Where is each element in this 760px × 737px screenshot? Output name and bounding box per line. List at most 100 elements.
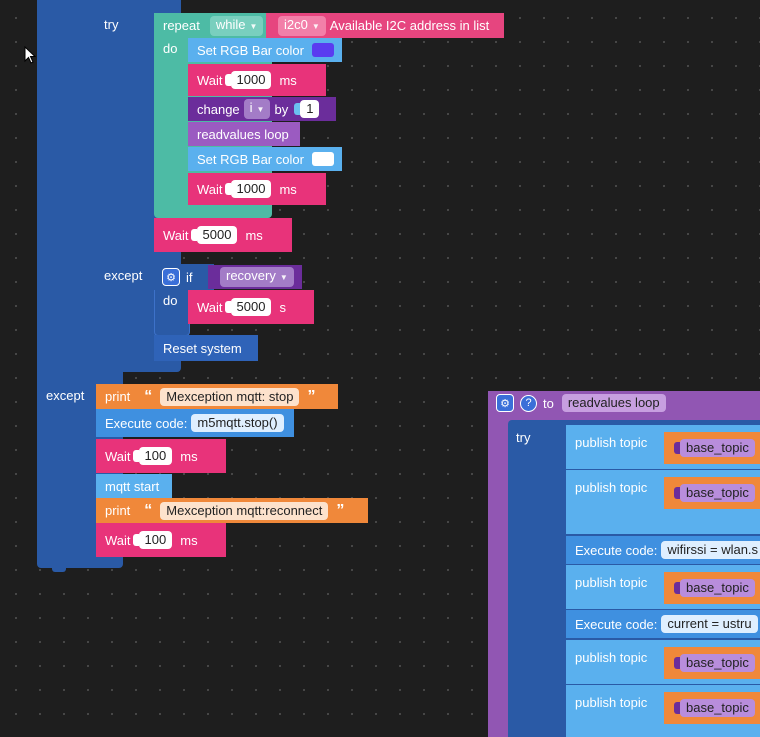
wait-label: Wait (197, 181, 223, 197)
base-topic-field[interactable]: base_topic (680, 484, 755, 502)
set-rgb-block-1[interactable]: Set RGB Bar color (188, 38, 342, 62)
wait-value-field[interactable]: 5000 (196, 226, 238, 244)
if-label: if (186, 269, 193, 285)
quote-open-icon: “ (144, 501, 153, 519)
wait-value-field[interactable]: 1000 (230, 71, 272, 89)
execute-code-block-3[interactable]: Execute code: current = ustru (566, 610, 760, 638)
chevron-down-icon: ▼ (256, 105, 265, 114)
topic-join-block-1[interactable]: base_topic (664, 432, 760, 464)
readvalues-call-block[interactable]: readvalues loop (188, 122, 300, 146)
reset-label: Reset system (163, 340, 242, 356)
function-header[interactable]: ⚙ ? to readvalues loop (488, 391, 683, 415)
publish-label: publish topic (575, 575, 648, 590)
wait-label: Wait (105, 532, 131, 548)
print-label: print (105, 389, 131, 404)
wait-block-2[interactable]: Wait 1000 ms (188, 173, 326, 205)
wait-block-4[interactable]: Wait 5000 s (188, 290, 314, 324)
quote-close-icon: ” (336, 501, 345, 519)
base-topic-field[interactable]: base_topic (680, 654, 755, 672)
outer-except-label: except (46, 388, 85, 403)
wait-block-3[interactable]: Wait 5000 ms (154, 218, 292, 252)
publish-label: publish topic (575, 435, 648, 450)
wait-unit: ms (180, 532, 198, 548)
publish-label: publish topic (575, 650, 648, 665)
by-label: by (274, 101, 289, 117)
function-name-field[interactable]: readvalues loop (561, 394, 666, 412)
wait-block-6[interactable]: Wait 100 ms (96, 523, 226, 557)
execute-code-field[interactable]: m5mqtt.stop() (191, 414, 284, 432)
outer-try-notch (52, 566, 66, 572)
if-do-label: do (163, 293, 178, 308)
execute-label: Execute code: (575, 616, 658, 632)
inner-try-label: try (104, 17, 119, 32)
base-topic-field[interactable]: base_topic (680, 579, 755, 597)
quote-close-icon: ” (307, 387, 316, 405)
topic-join-block-4[interactable]: base_topic (664, 647, 760, 679)
chevron-down-icon: ▼ (279, 273, 288, 282)
publish-label: publish topic (575, 695, 648, 710)
wait-unit: ms (245, 227, 263, 243)
wait-label: Wait (105, 448, 131, 464)
set-rgb-label: Set RGB Bar color (197, 42, 304, 58)
change-var-block[interactable]: change i▼ by 1 (188, 97, 336, 121)
rgb-color-swatch[interactable] (311, 43, 334, 57)
condition-text: Available I2C address in list (329, 18, 490, 33)
wait-label: Wait (163, 227, 189, 243)
recovery-dropdown[interactable]: recovery▼ (220, 267, 294, 287)
set-rgb-label: Set RGB Bar color (197, 151, 304, 167)
change-label: change (197, 101, 240, 117)
rgb-color-swatch[interactable] (311, 152, 334, 166)
help-question-icon[interactable]: ? (520, 394, 537, 412)
topic-join-block-5[interactable]: base_topic (664, 692, 760, 724)
wait-unit: s (279, 299, 286, 315)
wait-value-field[interactable]: 5000 (230, 298, 272, 316)
reset-system-block[interactable]: Reset system (154, 335, 258, 361)
var-dropdown[interactable]: i▼ (243, 99, 271, 119)
base-topic-field[interactable]: base_topic (680, 439, 755, 457)
wait-label: Wait (197, 299, 223, 315)
mouse-pointer-icon (24, 46, 37, 64)
gear-icon[interactable]: ⚙ (496, 394, 514, 412)
wait-block-5[interactable]: Wait 100 ms (96, 439, 226, 473)
wait-unit: ms (180, 448, 198, 464)
publish-label: publish topic (575, 480, 648, 495)
if-header[interactable]: ⚙ if (154, 264, 214, 290)
execute-code-block-2[interactable]: Execute code: wifirssi = wlan.s (566, 536, 760, 564)
set-rgb-block-2[interactable]: Set RGB Bar color (188, 147, 342, 171)
i2c-dropdown[interactable]: i2c0▼ (278, 15, 326, 36)
wait-block-1[interactable]: Wait 1000 ms (188, 64, 326, 96)
wait-value-field[interactable]: 100 (138, 447, 173, 465)
wait-unit: ms (279, 72, 297, 88)
inner-except-label: except (104, 268, 143, 283)
print-block-2[interactable]: print “ Mexception mqtt:reconnect ” (96, 498, 368, 523)
base-topic-field[interactable]: base_topic (680, 699, 755, 717)
chevron-down-icon: ▼ (311, 21, 320, 31)
topic-join-block-2[interactable]: base_topic (664, 477, 760, 509)
wait-value-field[interactable]: 100 (138, 531, 173, 549)
execute-label: Execute code: (105, 415, 188, 431)
print-block-1[interactable]: print “ Mexception mqtt: stop ” (96, 384, 338, 409)
to-label: to (543, 395, 554, 411)
topic-join-block-3[interactable]: base_topic (664, 572, 760, 604)
repeat-label: repeat (163, 18, 200, 33)
readvalues-call-label: readvalues loop (197, 126, 289, 142)
gear-icon[interactable]: ⚙ (162, 268, 180, 286)
chevron-down-icon: ▼ (249, 21, 258, 31)
repeat-mode-dropdown[interactable]: while▼ (209, 15, 264, 36)
execute-code-field[interactable]: current = ustru (661, 615, 758, 633)
wait-label: Wait (197, 72, 223, 88)
execute-code-field[interactable]: wifirssi = wlan.s (661, 541, 760, 559)
function-try-label: try (516, 430, 531, 445)
repeat-condition-block[interactable]: i2c0▼ Available I2C address in list (266, 13, 504, 38)
repeat-header[interactable]: repeat while▼ (154, 13, 274, 38)
quote-open-icon: “ (144, 387, 153, 405)
wait-value-field[interactable]: 1000 (230, 180, 272, 198)
print-text-field[interactable]: Mexception mqtt:reconnect (160, 501, 329, 520)
mqtt-start-label: mqtt start (105, 478, 160, 494)
execute-code-block-1[interactable]: Execute code: m5mqtt.stop() (96, 409, 294, 437)
print-text-field[interactable]: Mexception mqtt: stop (160, 387, 300, 406)
change-value-field[interactable]: 1 (300, 100, 320, 118)
mqtt-start-block[interactable]: mqtt start (96, 474, 172, 498)
wait-unit: ms (279, 181, 297, 197)
recovery-variable-block[interactable]: recovery▼ (208, 265, 302, 289)
